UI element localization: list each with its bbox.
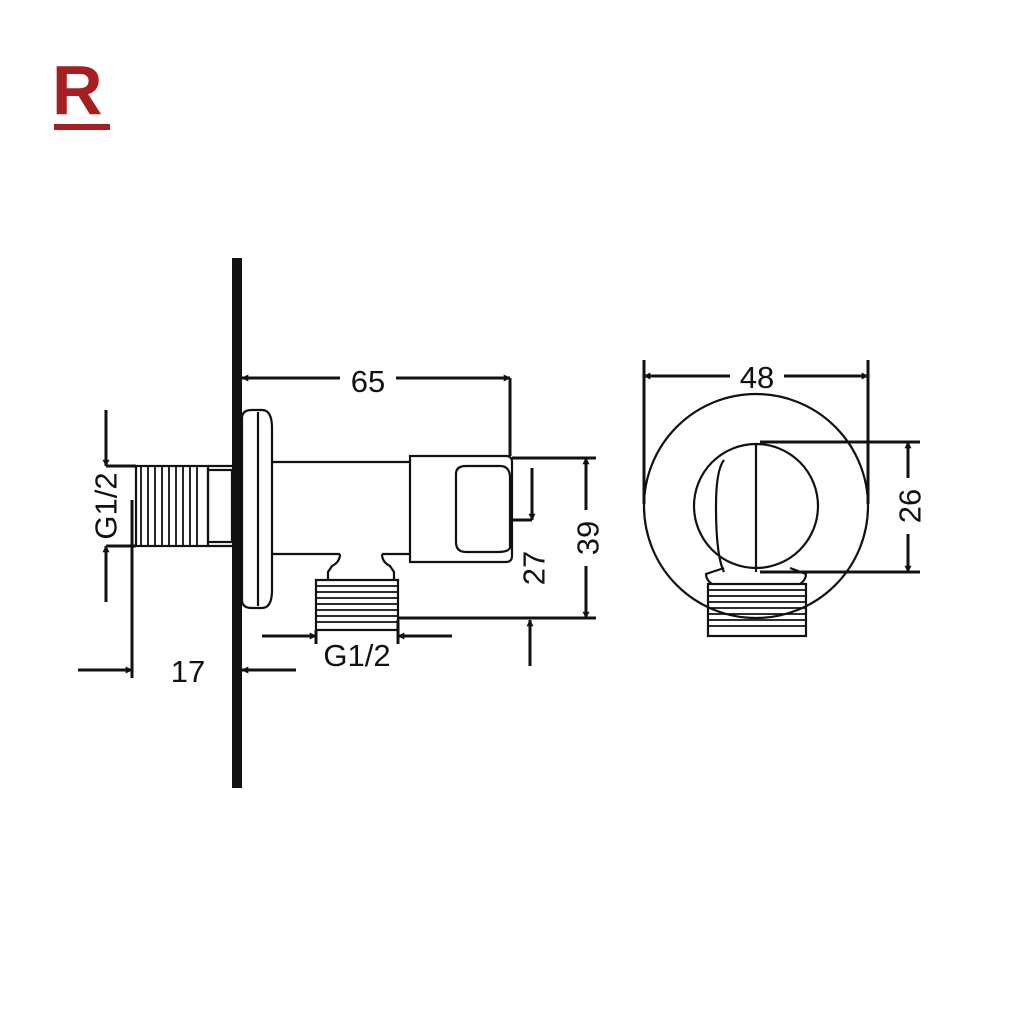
valve-body [272, 460, 410, 556]
dimension-label-27: 27 [517, 551, 552, 585]
dimension-label-26: 26 [893, 489, 928, 523]
dimension-17: 17 [78, 500, 296, 689]
front-view [642, 392, 870, 638]
dimension-26: 26 [760, 440, 928, 574]
dimension-label-48: 48 [740, 360, 774, 395]
dimension-g12-outlet: G1/2 [262, 620, 452, 673]
brand-underline [54, 124, 110, 130]
dimension-label-g12-inlet: G1/2 [89, 472, 124, 539]
dimension-27: 27 [512, 468, 552, 666]
brand-logo: R [52, 51, 110, 130]
valve-handle [408, 454, 514, 564]
dimension-label-65: 65 [351, 364, 385, 399]
outlet-thread [314, 553, 400, 632]
dimension-39: 39 [398, 456, 606, 620]
rosette-flange [240, 408, 274, 610]
dimension-label-39: 39 [571, 521, 606, 555]
dimension-label-17: 17 [171, 654, 205, 689]
inlet-thread [134, 464, 234, 548]
wall-line [232, 258, 242, 788]
dimension-65: 65 [241, 362, 512, 456]
dimension-label-g12-outlet: G1/2 [323, 638, 390, 673]
dimension-g12-inlet: G1/2 [89, 410, 136, 602]
handle-lever [714, 459, 725, 573]
rosette-outer-circle [642, 392, 870, 620]
brand-letter: R [52, 51, 103, 129]
front-outlet-thread [704, 566, 808, 638]
dimension-48: 48 [642, 360, 870, 504]
side-view [134, 408, 514, 632]
